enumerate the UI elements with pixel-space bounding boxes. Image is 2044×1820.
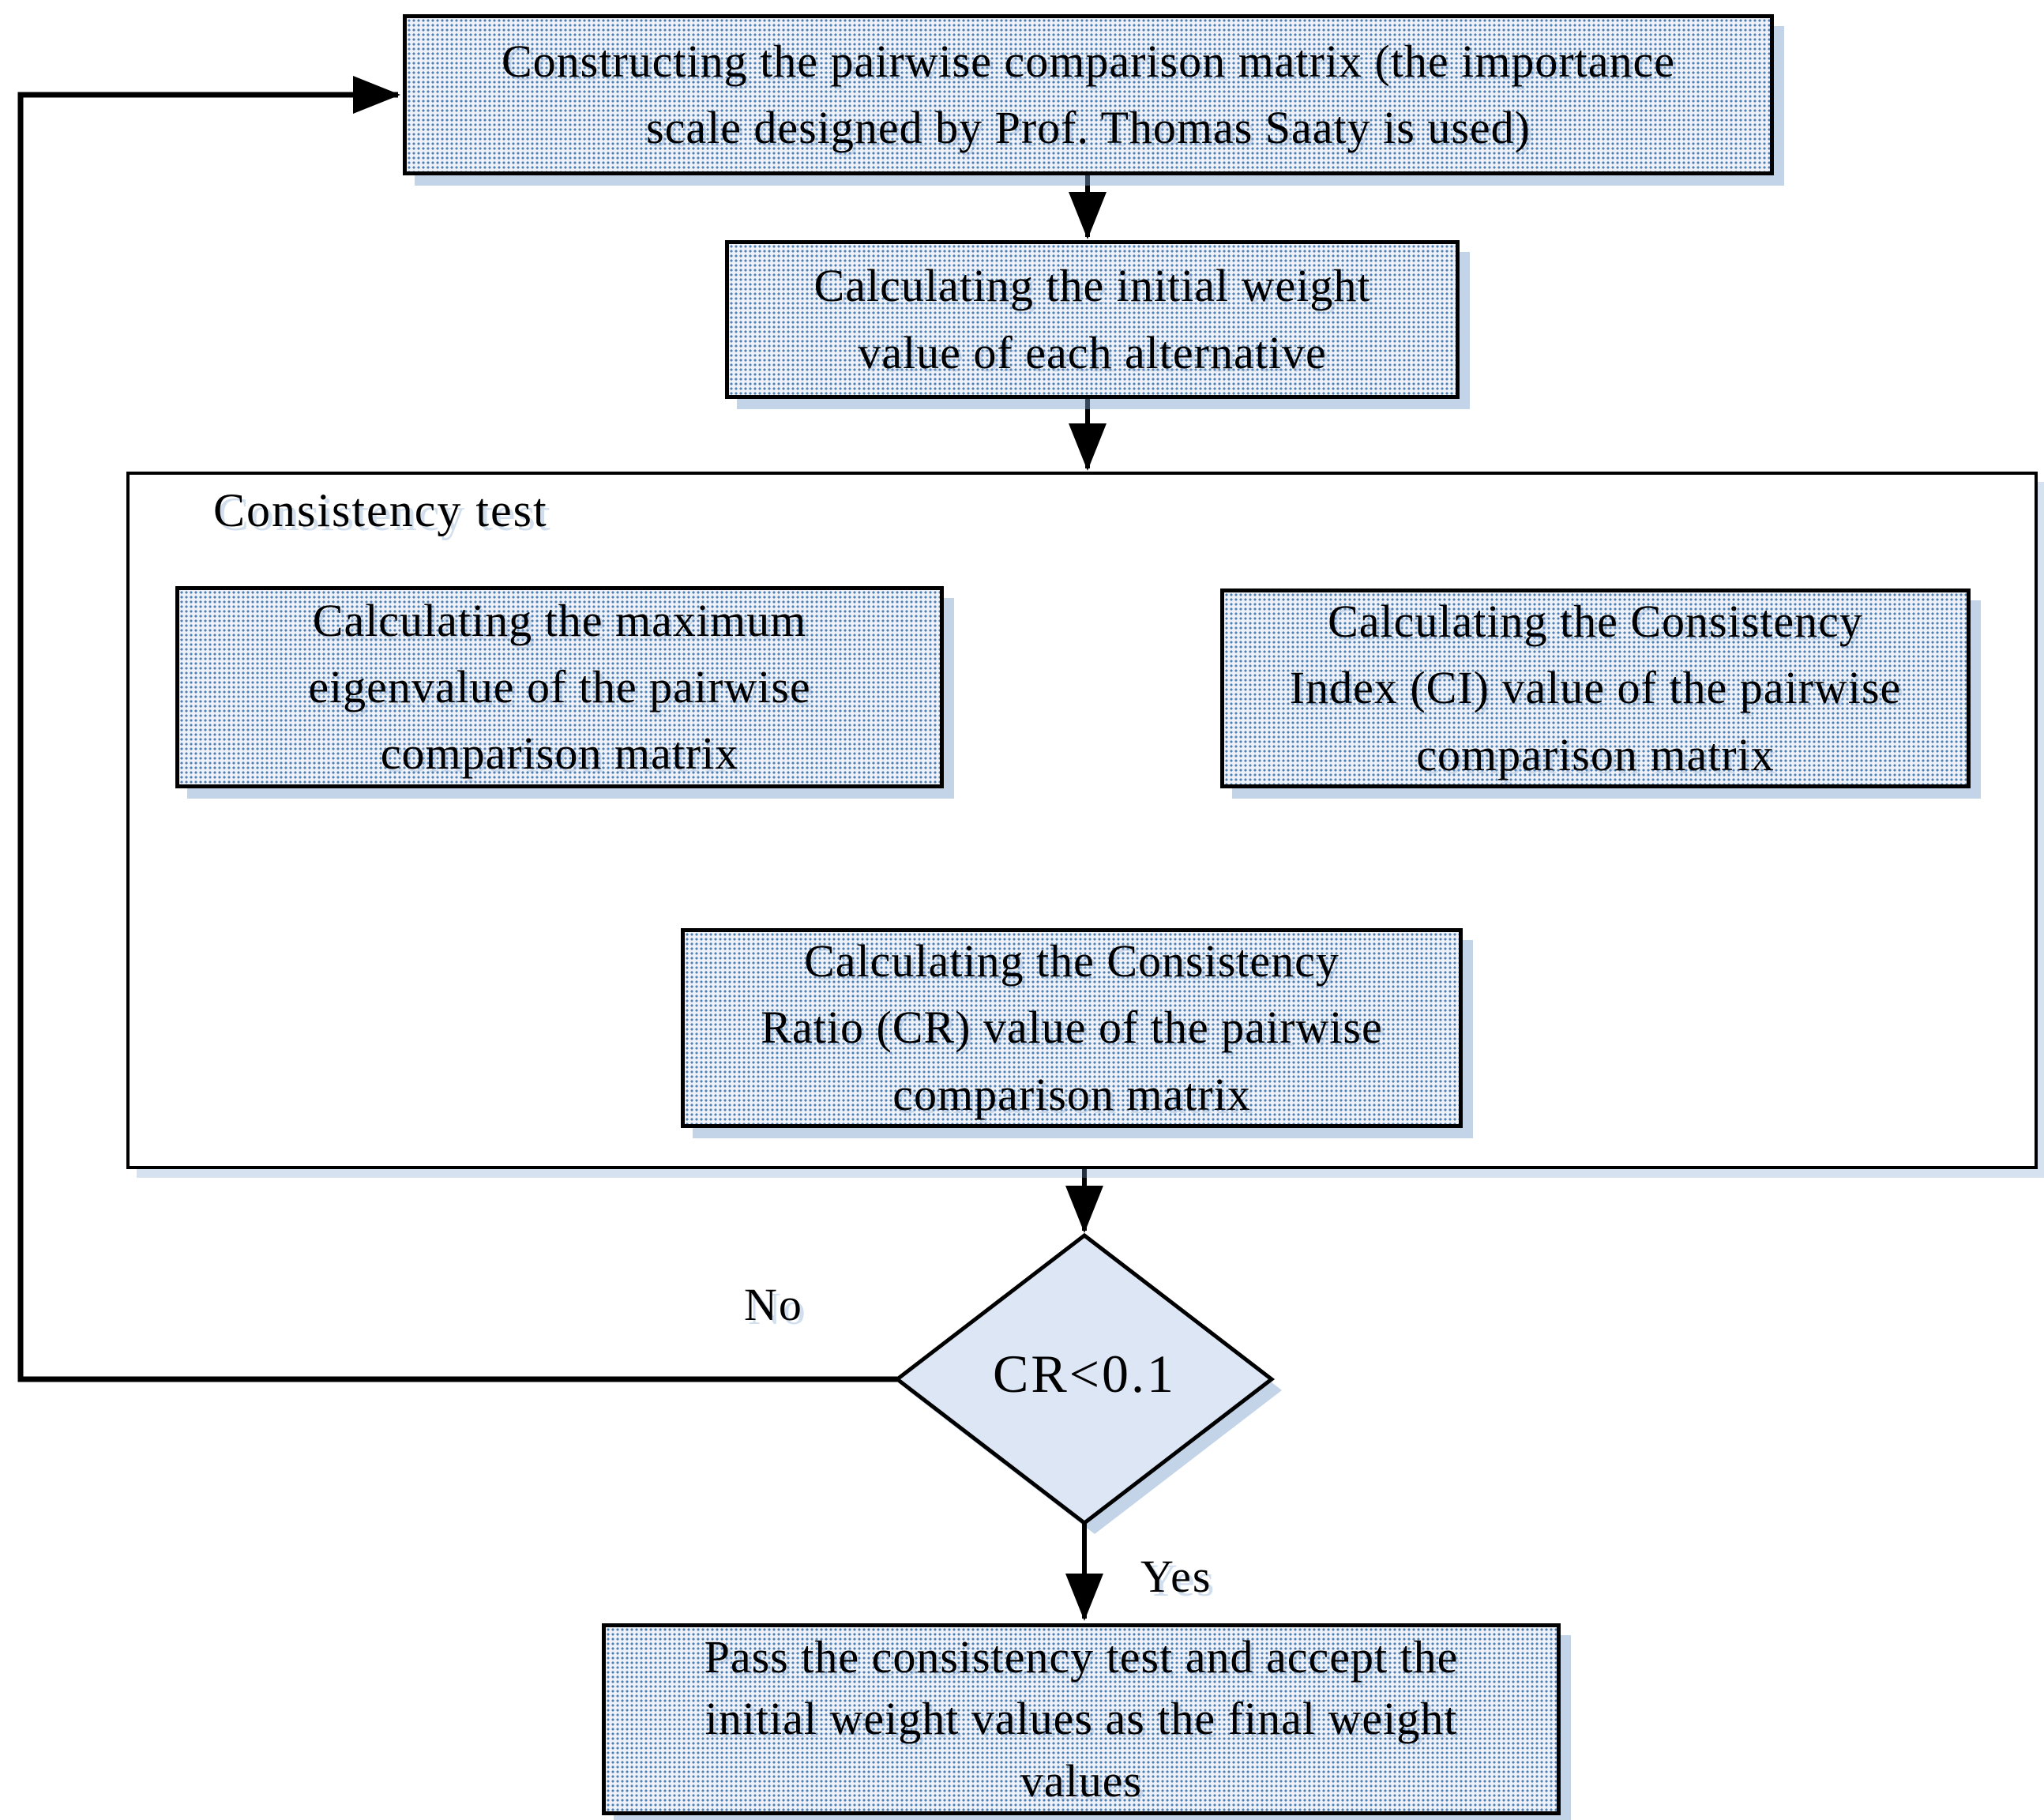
- node-initial-weight: Calculating the initial weight value of …: [725, 240, 1460, 399]
- node-consistency-index: Calculating the Consistency Index (CI) v…: [1220, 588, 1971, 788]
- node-construct-matrix: Constructing the pairwise comparison mat…: [403, 14, 1774, 175]
- edge-label-no: No: [744, 1279, 803, 1330]
- consistency-test-label: Consistency test: [213, 484, 548, 536]
- edge-label-yes: Yes: [1140, 1551, 1212, 1602]
- node-consistency-ratio: Calculating the Consistency Ratio (CR) v…: [681, 928, 1463, 1128]
- arrow-no-feedback-loop: [17, 76, 897, 1382]
- node-max-eigenvalue: Calculating the maximum eigenvalue of th…: [175, 586, 944, 788]
- node-accept: Pass the consistency test and accept the…: [602, 1623, 1561, 1815]
- decision-label: CR<0.1: [992, 1344, 1177, 1404]
